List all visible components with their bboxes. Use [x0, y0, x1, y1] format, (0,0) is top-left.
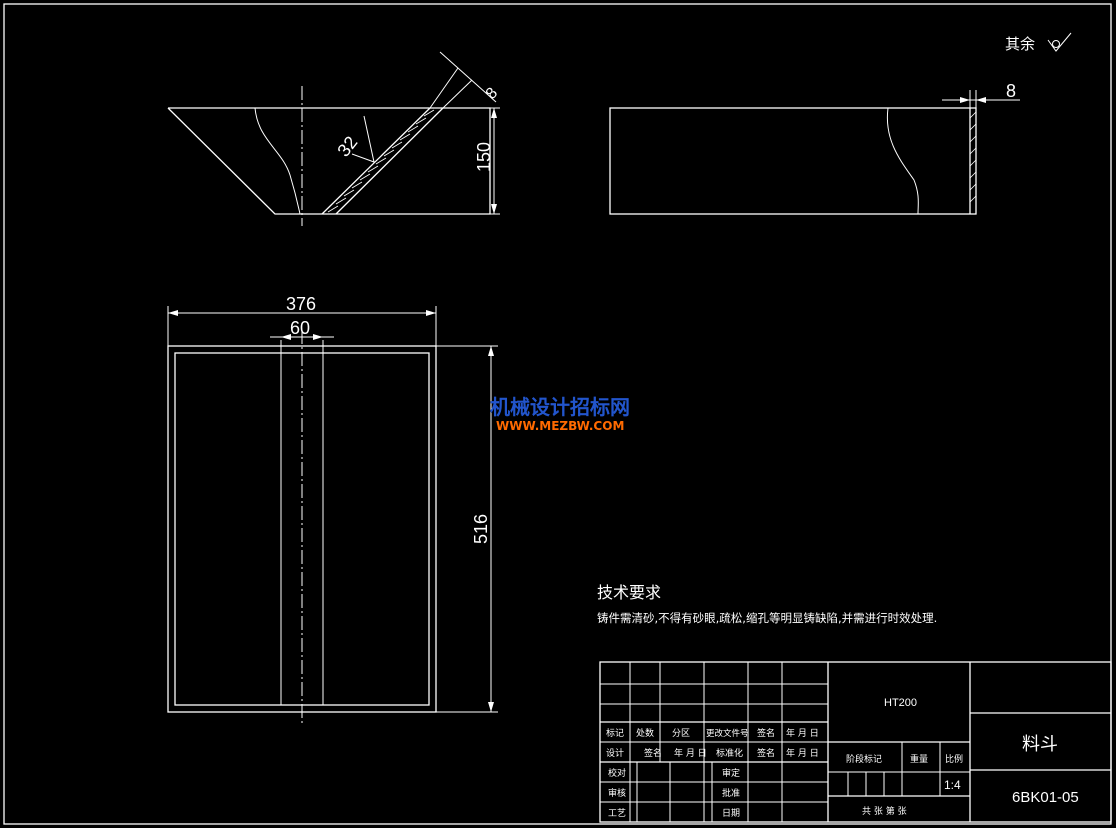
tb-signature3: 签名 [757, 747, 775, 759]
tb-material: HT200 [884, 697, 917, 709]
tb-date-label: 日期 [722, 808, 740, 819]
dim-wall-thickness: 8 [483, 84, 501, 102]
tb-check: 校对 [608, 767, 626, 779]
dim-width: 376 [286, 294, 316, 314]
tb-zone: 分区 [672, 728, 690, 739]
tb-ratio: 比例 [945, 753, 963, 765]
tb-signature: 签名 [757, 727, 775, 739]
tb-count: 处数 [636, 727, 654, 739]
tb-design: 设计 [606, 747, 624, 759]
tb-approve: 批准 [722, 787, 740, 799]
tb-change-doc: 更改文件号 [706, 728, 749, 739]
tech-req-text: 铸件需清砂,不得有砂眼,疏松,缩孔等明显铸缺陷,并需进行时效处理. [597, 611, 937, 625]
tb-approve-review: 审定 [722, 767, 740, 779]
tech-req-title: 技术要求 [597, 583, 661, 602]
tb-process: 工艺 [608, 808, 626, 819]
dim-height: 150 [474, 142, 494, 172]
watermark-title: 机械设计招标网 [490, 395, 630, 419]
side-view: 8 [609, 81, 1020, 215]
watermark-url: WWW.MEZBW.COM [496, 419, 624, 433]
tb-signature2: 签名 [644, 747, 662, 759]
tb-review: 审核 [608, 787, 626, 799]
roughness-note: 其余 [1005, 35, 1035, 53]
tb-total-sheets: 共 张 第 张 [862, 805, 907, 817]
tb-date3: 年 月 日 [786, 747, 819, 759]
tb-scale: 1:4 [944, 778, 961, 792]
tb-date: 年 月 日 [786, 727, 819, 739]
top-view: 376 60 516 [167, 294, 498, 726]
title-block: 标记 处数 分区 更改文件号 签名 年 月 日 设计 签名 年 月 日 标准化 … [599, 661, 1112, 823]
side-hatch [969, 111, 977, 203]
sheet-border [3, 3, 1112, 825]
dim-length: 516 [471, 514, 491, 544]
tb-part-name: 料斗 [1022, 734, 1058, 755]
tb-standardization: 标准化 [716, 747, 743, 759]
tb-drawing-number: 6BK01-05 [1012, 789, 1079, 806]
section-hatch [327, 109, 435, 213]
tb-mark: 标记 [606, 727, 624, 739]
front-view: 8 32 150 [167, 51, 501, 226]
dim-center-width: 60 [290, 318, 310, 338]
dim-side-thickness: 8 [1006, 81, 1016, 101]
tb-date2: 年 月 日 [674, 747, 707, 759]
roughness-symbol-icon [1047, 32, 1072, 52]
tb-weight: 重量 [910, 753, 928, 765]
tb-stage-mark: 阶段标记 [846, 753, 882, 765]
